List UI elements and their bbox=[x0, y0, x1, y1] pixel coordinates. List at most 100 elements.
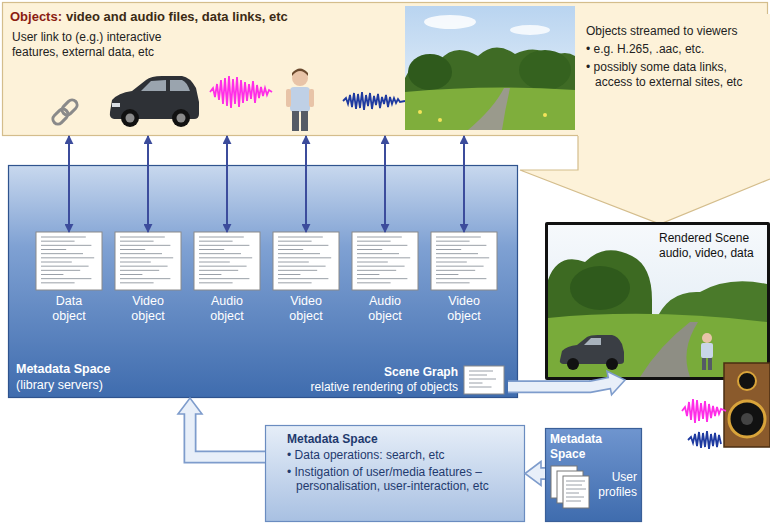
document-line bbox=[278, 257, 331, 258]
document-line bbox=[278, 241, 312, 242]
person-shirt bbox=[290, 87, 310, 112]
document-line bbox=[436, 266, 484, 267]
photo-sky bbox=[405, 6, 575, 130]
bullet-text: • possibly some data links, access to ex… bbox=[586, 60, 762, 90]
document-line bbox=[120, 274, 142, 275]
object-document-shape bbox=[352, 232, 418, 290]
document-line bbox=[357, 249, 382, 250]
document-line bbox=[199, 257, 252, 258]
car-window bbox=[141, 80, 166, 91]
document-line bbox=[278, 282, 312, 283]
hollow-arrow bbox=[508, 371, 625, 395]
document-line bbox=[120, 266, 168, 267]
scene-car-wheel bbox=[567, 358, 579, 370]
photo-grass bbox=[405, 87, 575, 130]
metadata-panel-shape bbox=[9, 166, 518, 398]
scene-picture bbox=[548, 225, 767, 377]
photo-flower bbox=[438, 118, 442, 122]
speaker-woofer bbox=[729, 401, 765, 437]
document-sheet bbox=[352, 232, 418, 290]
document-line bbox=[357, 274, 379, 275]
document-line bbox=[469, 375, 487, 376]
scene-person-body bbox=[701, 343, 713, 358]
rendered-scene-shape bbox=[545, 222, 770, 380]
object-label: Audio object bbox=[198, 294, 256, 324]
document-line bbox=[41, 270, 80, 271]
document-line bbox=[278, 245, 328, 246]
document-line bbox=[278, 262, 309, 263]
object-document-shape bbox=[194, 232, 260, 290]
link-icon bbox=[51, 98, 79, 126]
connector-line bbox=[463, 136, 465, 232]
object-document-shape bbox=[431, 232, 497, 290]
document-line bbox=[357, 257, 410, 258]
photo-cloud bbox=[424, 15, 476, 29]
document-line bbox=[199, 237, 244, 238]
profile-documents bbox=[551, 466, 589, 508]
link-ring bbox=[51, 107, 70, 126]
document-line bbox=[436, 253, 478, 254]
scene-tree bbox=[570, 266, 630, 310]
object-document: Video object bbox=[270, 232, 342, 324]
document-line bbox=[120, 241, 154, 242]
document-line bbox=[41, 282, 75, 283]
connector-line bbox=[305, 136, 307, 232]
car-wheel bbox=[172, 109, 190, 127]
document-line bbox=[41, 241, 75, 242]
object-document: Audio object bbox=[349, 232, 421, 324]
scene-sky bbox=[548, 225, 767, 377]
arrow-heading: Objects streamed to viewers bbox=[586, 24, 762, 39]
document-line bbox=[436, 249, 461, 250]
document-line bbox=[41, 249, 66, 250]
connector-line bbox=[147, 136, 149, 232]
document-line bbox=[436, 270, 475, 271]
document-sheet bbox=[273, 232, 339, 290]
bullet-text: • Data operations: search, etc bbox=[287, 448, 517, 462]
scene-car-wheel bbox=[606, 358, 618, 370]
document-line bbox=[120, 278, 170, 279]
document-line bbox=[278, 278, 328, 279]
audio-waveform bbox=[210, 76, 272, 108]
person-hair bbox=[292, 69, 308, 77]
document-line bbox=[436, 278, 486, 279]
scene-graph: Scene Graphrelative rendering of objects bbox=[250, 363, 508, 397]
metadata-panel-fill bbox=[9, 166, 518, 398]
arrow-shaft-fill bbox=[190, 411, 265, 457]
object-label: Video object bbox=[277, 294, 335, 324]
operations-box: Metadata Space • Data operations: search,… bbox=[265, 425, 525, 522]
box-heading: Metadata Space bbox=[287, 432, 517, 446]
photo-cloud bbox=[510, 25, 550, 35]
hollow-arrow bbox=[525, 462, 545, 486]
document-line bbox=[199, 253, 241, 254]
profile-lines bbox=[566, 481, 586, 501]
profile-sheet bbox=[563, 476, 589, 508]
scene-graph-shape bbox=[464, 366, 504, 394]
document-line bbox=[199, 266, 247, 267]
car-light bbox=[112, 103, 120, 107]
profiles-box-shape bbox=[546, 429, 642, 522]
bullet-text: • e.g. H.265, .aac, etc. bbox=[586, 42, 762, 57]
double-arrow bbox=[69, 136, 70, 232]
photo-tree bbox=[519, 50, 571, 90]
document-line bbox=[120, 253, 162, 254]
scene-road bbox=[640, 322, 698, 377]
object-document-shape bbox=[115, 232, 181, 290]
double-arrow bbox=[464, 136, 465, 232]
document-line bbox=[199, 274, 221, 275]
stream-arrow: Objects streamed to viewers • e.g. H.265,… bbox=[520, 14, 770, 228]
document-line bbox=[41, 253, 83, 254]
screen-frame bbox=[545, 222, 770, 380]
object-document: Data object bbox=[33, 232, 105, 324]
document-sheet bbox=[464, 366, 504, 394]
document-line bbox=[436, 262, 467, 263]
operations-box-fill bbox=[266, 426, 525, 522]
document-line bbox=[120, 270, 159, 271]
photo-flower bbox=[543, 113, 547, 117]
link-ring bbox=[60, 98, 79, 117]
object-label: Data object bbox=[40, 294, 98, 324]
document-line bbox=[120, 257, 173, 258]
speaker-cabinet bbox=[724, 363, 770, 447]
document-line bbox=[41, 274, 63, 275]
panel-heading: video and audio files, data links, etc bbox=[66, 9, 288, 25]
arrow-shaft-fill bbox=[508, 382, 612, 386]
